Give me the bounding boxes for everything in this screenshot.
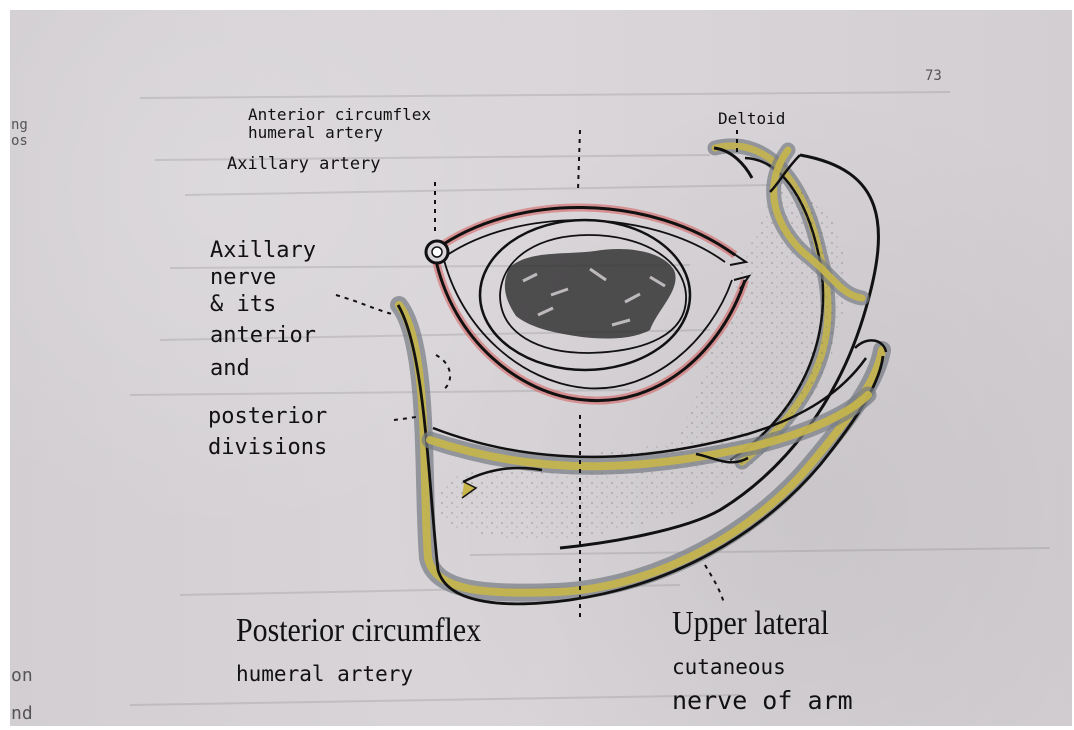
- axillary-nerve-label-line-4: anterior: [210, 324, 316, 348]
- axillary-nerve-label-line-1: Axillary: [210, 239, 316, 263]
- upper-lateral-label-line-1: Upper lateral: [672, 606, 829, 643]
- margin-text-top-2: os: [11, 134, 28, 149]
- margin-text-top-1: ng: [11, 118, 28, 133]
- axillary-nerve-label-line-5: and: [210, 357, 250, 381]
- axillary-nerve-label-line-2: nerve: [210, 266, 276, 290]
- axillary-nerve-label-line-7: divisions: [208, 436, 327, 460]
- posterior-circumflex-label-line-2: humeral artery: [236, 663, 413, 686]
- axillary-nerve-label-line-3: & its: [210, 293, 276, 317]
- margin-text-bottom-1: on: [11, 666, 33, 685]
- margin-text-bottom-2: nd: [11, 704, 33, 723]
- upper-lateral-label-line-3: nerve of arm: [672, 687, 853, 714]
- humerus-head: [480, 220, 690, 370]
- diagram-page: 73 ng os on nd Anterior circumflex humer…: [10, 10, 1072, 726]
- posterior-circumflex-label-line-1: Posterior circumflex: [236, 613, 481, 650]
- anterior-circumflex-label-line-2: humeral artery: [248, 124, 383, 141]
- anatomy-diagram: [10, 10, 1072, 726]
- anterior-circumflex-label-line-1: Anterior circumflex: [248, 106, 431, 123]
- axillary-nerve-label-line-6: posterior: [208, 405, 327, 429]
- deltoid-muscle: [437, 146, 878, 548]
- axillary-artery-label: Axillary artery: [227, 155, 381, 173]
- page-number: 73: [925, 69, 942, 84]
- upper-lateral-label-line-2: cutaneous: [672, 656, 786, 679]
- deltoid-label: Deltoid: [718, 110, 785, 127]
